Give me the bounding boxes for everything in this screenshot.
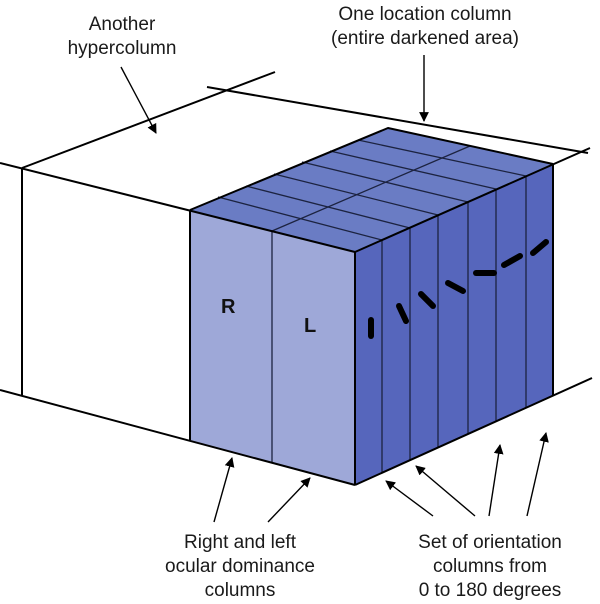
svg-text:Right and left: Right and left <box>184 532 297 553</box>
arrow-ocular-left <box>267 477 311 523</box>
orientation-dashes <box>368 239 549 339</box>
neighbor-hypercolumn-front <box>22 168 190 440</box>
svg-text:(entire darkened area): (entire darkened area) <box>331 28 519 49</box>
svg-text:hypercolumn: hypercolumn <box>68 38 177 59</box>
arrow-orientation-2 <box>415 465 476 517</box>
svg-text:columns from: columns from <box>433 556 547 577</box>
svg-text:ocular dominance: ocular dominance <box>165 556 315 577</box>
orientation-dash-60 <box>418 291 436 309</box>
arrow-another-hypercolumn <box>120 66 157 134</box>
block-outline <box>0 71 593 486</box>
svg-text:0 to 180 degrees: 0 to 180 degrees <box>419 580 562 601</box>
svg-text:One location column: One location column <box>338 4 511 25</box>
orientation-column-dividers <box>381 176 527 473</box>
orientation-dash-150 <box>501 253 523 268</box>
top-face-grid <box>217 139 527 241</box>
arrow-orientation-3 <box>488 444 504 517</box>
right-column-label: R <box>221 296 236 318</box>
arrow-ocular-right <box>213 457 235 523</box>
label-orientation-columns: Set of orientation columns from 0 to 180… <box>418 532 562 601</box>
svg-text:Another: Another <box>89 14 156 35</box>
svg-text:columns: columns <box>205 580 276 601</box>
label-ocular-dominance: Right and left ocular dominance columns <box>165 532 315 601</box>
arrow-orientation-1 <box>385 480 434 517</box>
arrow-orientation-4 <box>526 432 549 517</box>
location-column-outline <box>189 127 554 211</box>
left-column-label: L <box>304 315 316 337</box>
orientation-dash-30 <box>396 303 409 324</box>
pointer-arrows <box>120 55 549 523</box>
orientation-dash-90 <box>445 280 466 294</box>
orientation-dash-180 <box>530 239 549 256</box>
location-column-top-face <box>190 128 553 252</box>
orientation-columns-face <box>355 164 553 485</box>
svg-text:Set of orientation: Set of orientation <box>418 532 562 553</box>
label-another-hypercolumn: Another hypercolumn <box>68 14 177 59</box>
label-location-column: One location column (entire darkened are… <box>331 4 519 49</box>
